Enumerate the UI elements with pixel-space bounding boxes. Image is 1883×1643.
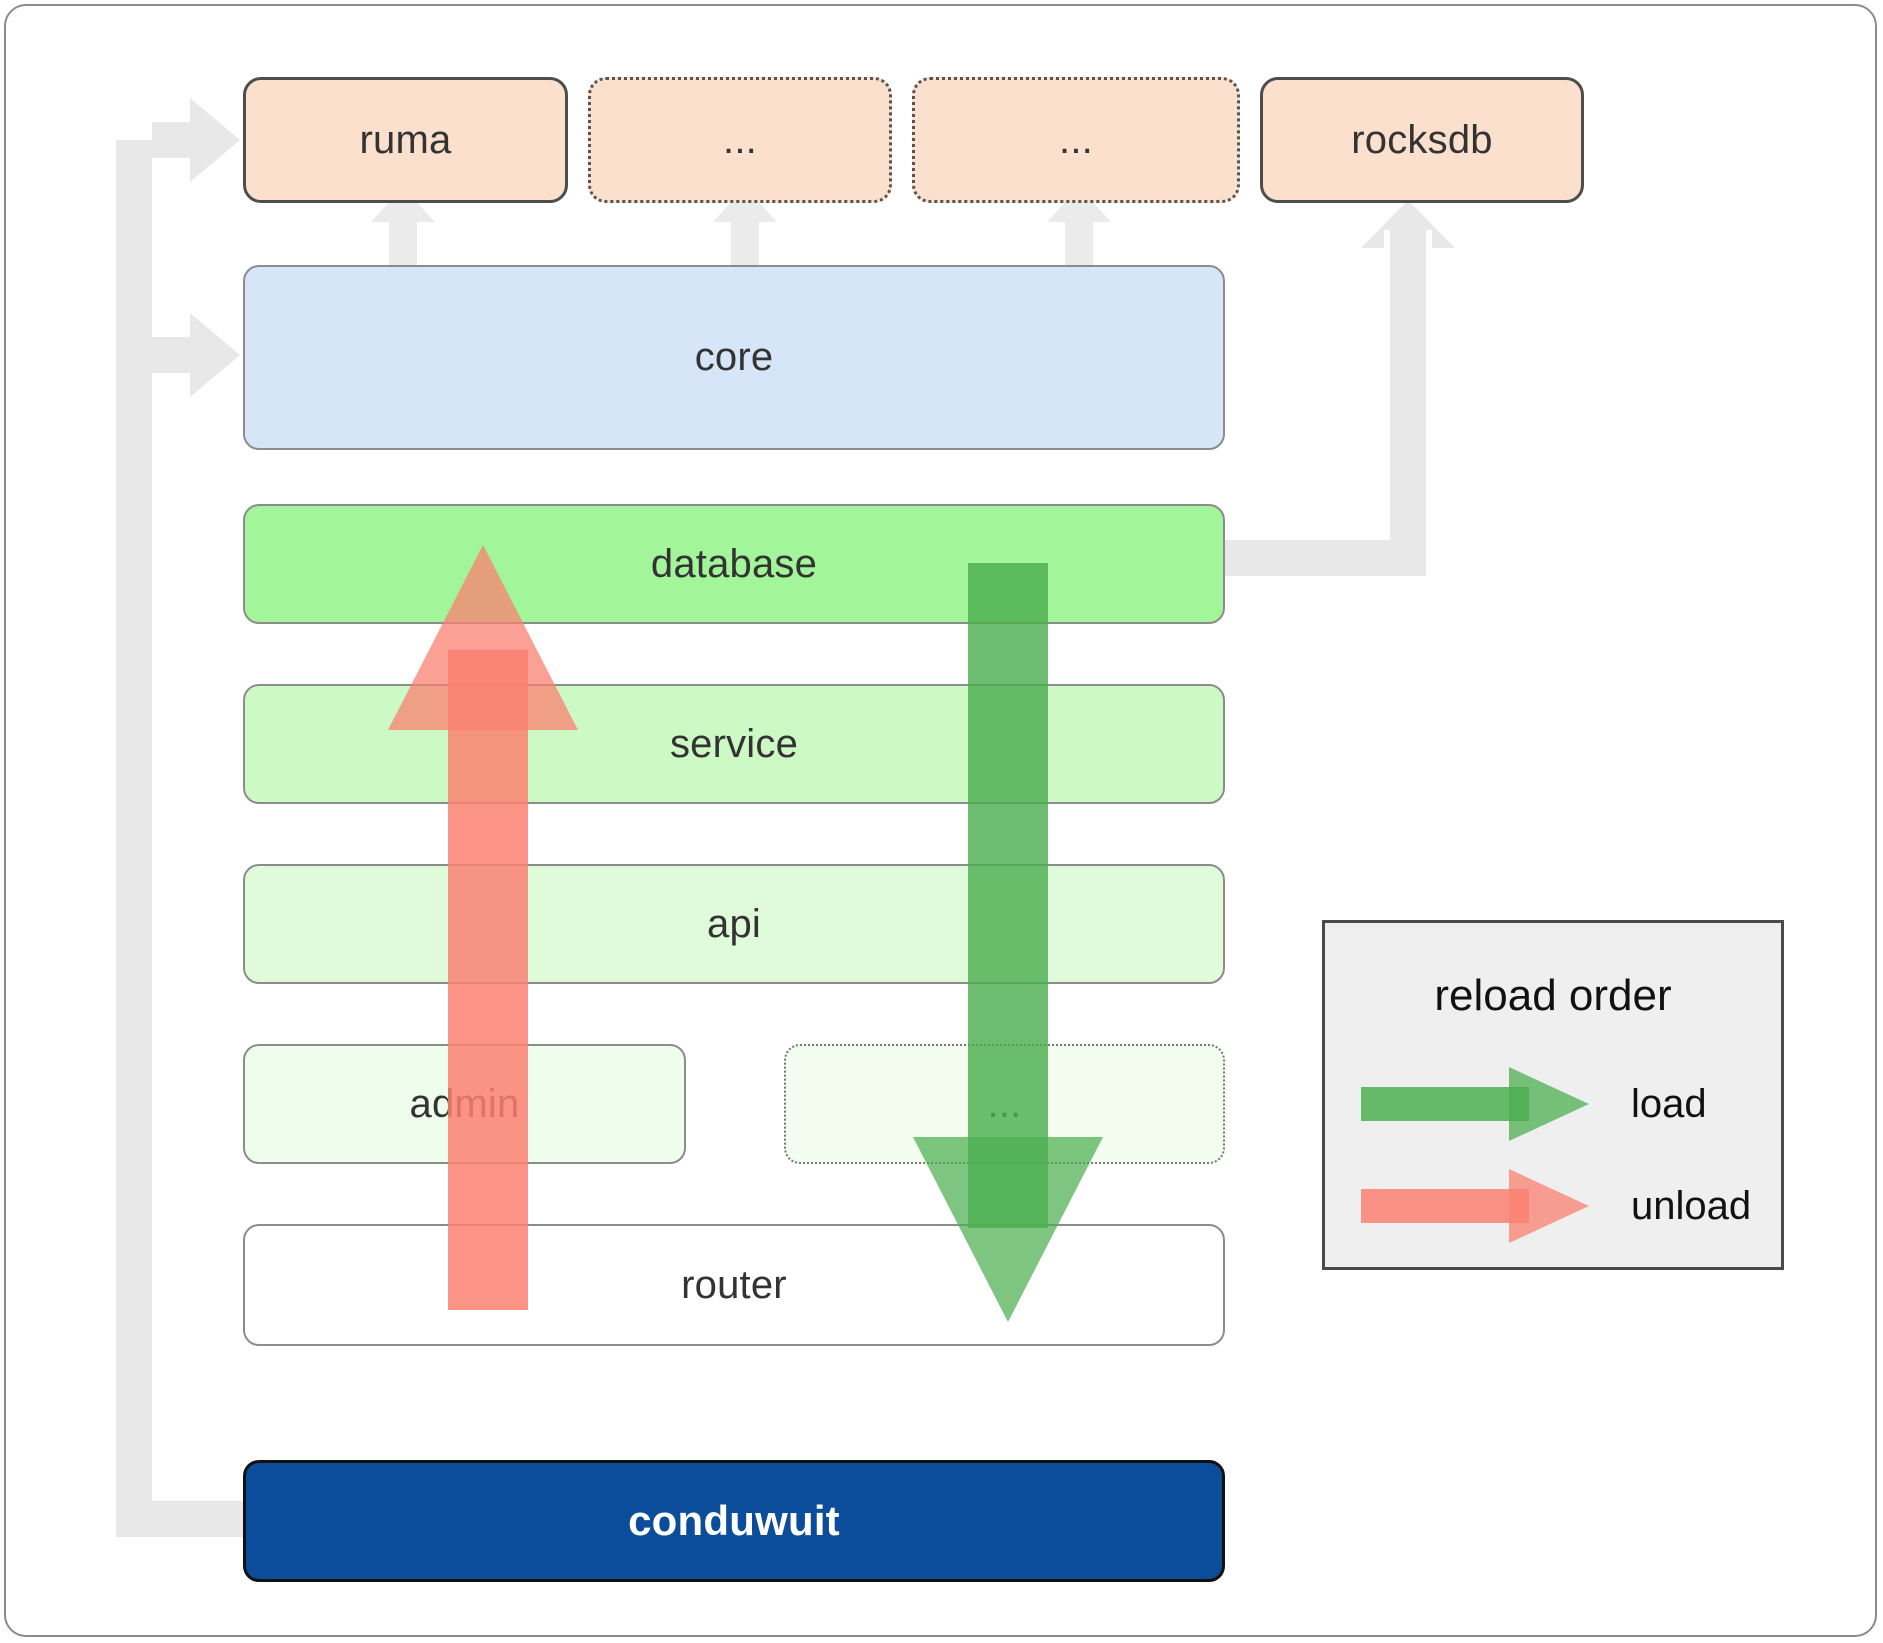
legend-unload-arrow-icon xyxy=(1361,1161,1601,1251)
layer-box-api[interactable]: api xyxy=(243,864,1225,984)
layer-label: ... xyxy=(987,1081,1022,1126)
legend-title: reload order xyxy=(1434,971,1672,1020)
core-label: core xyxy=(694,335,774,379)
dependency-label: rocksdb xyxy=(1351,117,1493,162)
layer-box-service[interactable]: service xyxy=(243,684,1225,804)
dependency-label: ruma xyxy=(359,117,452,162)
core-box[interactable]: core xyxy=(243,265,1225,450)
dependency-label: ... xyxy=(1059,117,1093,162)
dependency-box-more-2[interactable]: ... xyxy=(912,77,1240,203)
layer-label: api xyxy=(707,901,761,946)
layer-box-admin[interactable]: admin xyxy=(243,1044,686,1164)
legend-row-load: load xyxy=(1361,1059,1761,1149)
layer-label: database xyxy=(650,541,818,586)
legend-load-label: load xyxy=(1631,1081,1707,1126)
legend-unload-label: unload xyxy=(1631,1183,1752,1228)
layer-box-router[interactable]: router xyxy=(243,1224,1225,1346)
layer-label: router xyxy=(681,1262,787,1307)
app-label: conduwuit xyxy=(628,1497,840,1544)
layer-box-more[interactable]: ... xyxy=(784,1044,1225,1164)
dependency-label: ... xyxy=(723,117,757,162)
layer-label: service xyxy=(669,721,799,766)
dependency-box-rocksdb[interactable]: rocksdb xyxy=(1260,77,1584,203)
legend-row-unload: unload xyxy=(1361,1161,1761,1251)
dependency-box-ruma[interactable]: ruma xyxy=(243,77,568,203)
app-box-conduwuit[interactable]: conduwuit xyxy=(243,1460,1225,1582)
dependency-box-more-1[interactable]: ... xyxy=(588,77,892,203)
legend-load-arrow-icon xyxy=(1361,1059,1601,1149)
layer-box-database[interactable]: database xyxy=(243,504,1225,624)
legend-panel: reload order load unload xyxy=(1322,920,1784,1270)
layer-label: admin xyxy=(409,1081,520,1126)
diagram-frame xyxy=(4,4,1877,1637)
